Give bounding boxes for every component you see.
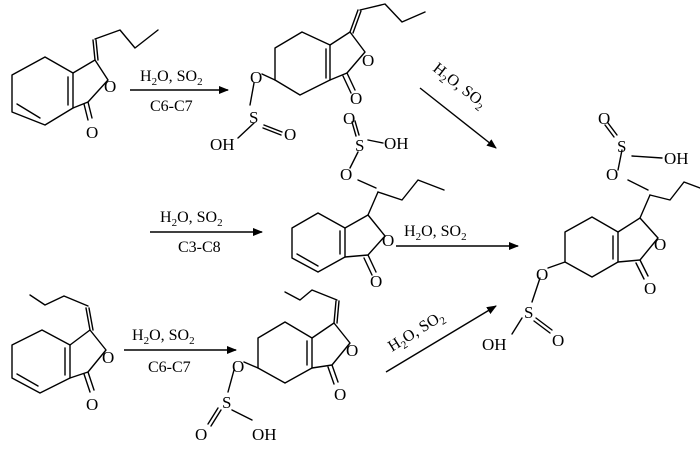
condition-label: C6-C7	[150, 98, 193, 115]
atom-o: O	[340, 165, 352, 184]
reagent-label: H2O, SO2	[404, 223, 467, 243]
atom-o: O	[102, 348, 114, 367]
reaction-arrow-diagonal-bottom: H2O, SO2	[385, 305, 497, 373]
atom-oh: OH	[664, 149, 689, 168]
atom-o: O	[232, 357, 244, 376]
molecule-sulfite-middle: O O O S OH O	[291, 109, 445, 291]
reaction-arrow-diagonal-top: H2O, SO2	[419, 60, 497, 149]
atom-o: O	[370, 272, 382, 291]
reagent-label: H2O, SO2	[132, 327, 195, 347]
condition-label: C3-C8	[178, 239, 221, 256]
atom-o: O	[350, 89, 362, 108]
atom-s: S	[249, 108, 258, 127]
atom-o: O	[343, 109, 355, 128]
molecule-sulfite-bottom: O O O S O OH	[195, 289, 358, 444]
reaction-arrow-top: H2O, SO2 C6-C7	[130, 68, 229, 115]
atom-o: O	[104, 77, 116, 96]
atom-o: O	[654, 235, 666, 254]
atom-oh: OH	[210, 135, 235, 154]
reagent-label: H2O, SO2	[160, 209, 223, 229]
atom-o: O	[86, 395, 98, 414]
reagent-label: H2O, SO2	[428, 60, 490, 114]
atom-o: O	[536, 265, 548, 284]
atom-o: O	[606, 165, 618, 184]
reaction-arrow-middle-left: H2O, SO2 C3-C8	[150, 209, 263, 256]
atom-o: O	[346, 341, 358, 360]
atom-o: O	[362, 51, 374, 70]
atom-oh: OH	[252, 425, 277, 444]
atom-o: O	[598, 109, 610, 128]
atom-o: O	[195, 425, 207, 444]
atom-o: O	[284, 125, 296, 144]
molecule-ligustilide-top: O O	[11, 29, 159, 142]
atom-oh: OH	[482, 335, 507, 354]
molecule-sulfite-top: O O O S O OH	[210, 3, 426, 154]
atom-o: O	[382, 231, 394, 250]
atom-o: O	[334, 385, 346, 404]
atom-o: O	[250, 68, 262, 87]
atom-s: S	[355, 136, 364, 155]
reaction-arrow-bottom-left: H2O, SO2 C6-C7	[124, 327, 237, 376]
atom-s: S	[222, 393, 231, 412]
atom-s: S	[617, 137, 626, 156]
atom-s: S	[524, 303, 533, 322]
reagent-label: H2O, SO2	[140, 68, 203, 88]
atom-oh: OH	[384, 134, 409, 153]
atom-o: O	[644, 279, 656, 298]
atom-o: O	[552, 331, 564, 350]
condition-label: C6-C7	[148, 359, 191, 376]
molecule-ligustilide-bottom: O O	[11, 294, 114, 414]
reagent-label: H2O, SO2	[385, 308, 449, 358]
molecule-disulfite-product: O O O S OH O O S OH O	[482, 109, 700, 354]
reaction-arrow-middle-right: H2O, SO2	[396, 223, 519, 250]
atom-o: O	[86, 123, 98, 142]
